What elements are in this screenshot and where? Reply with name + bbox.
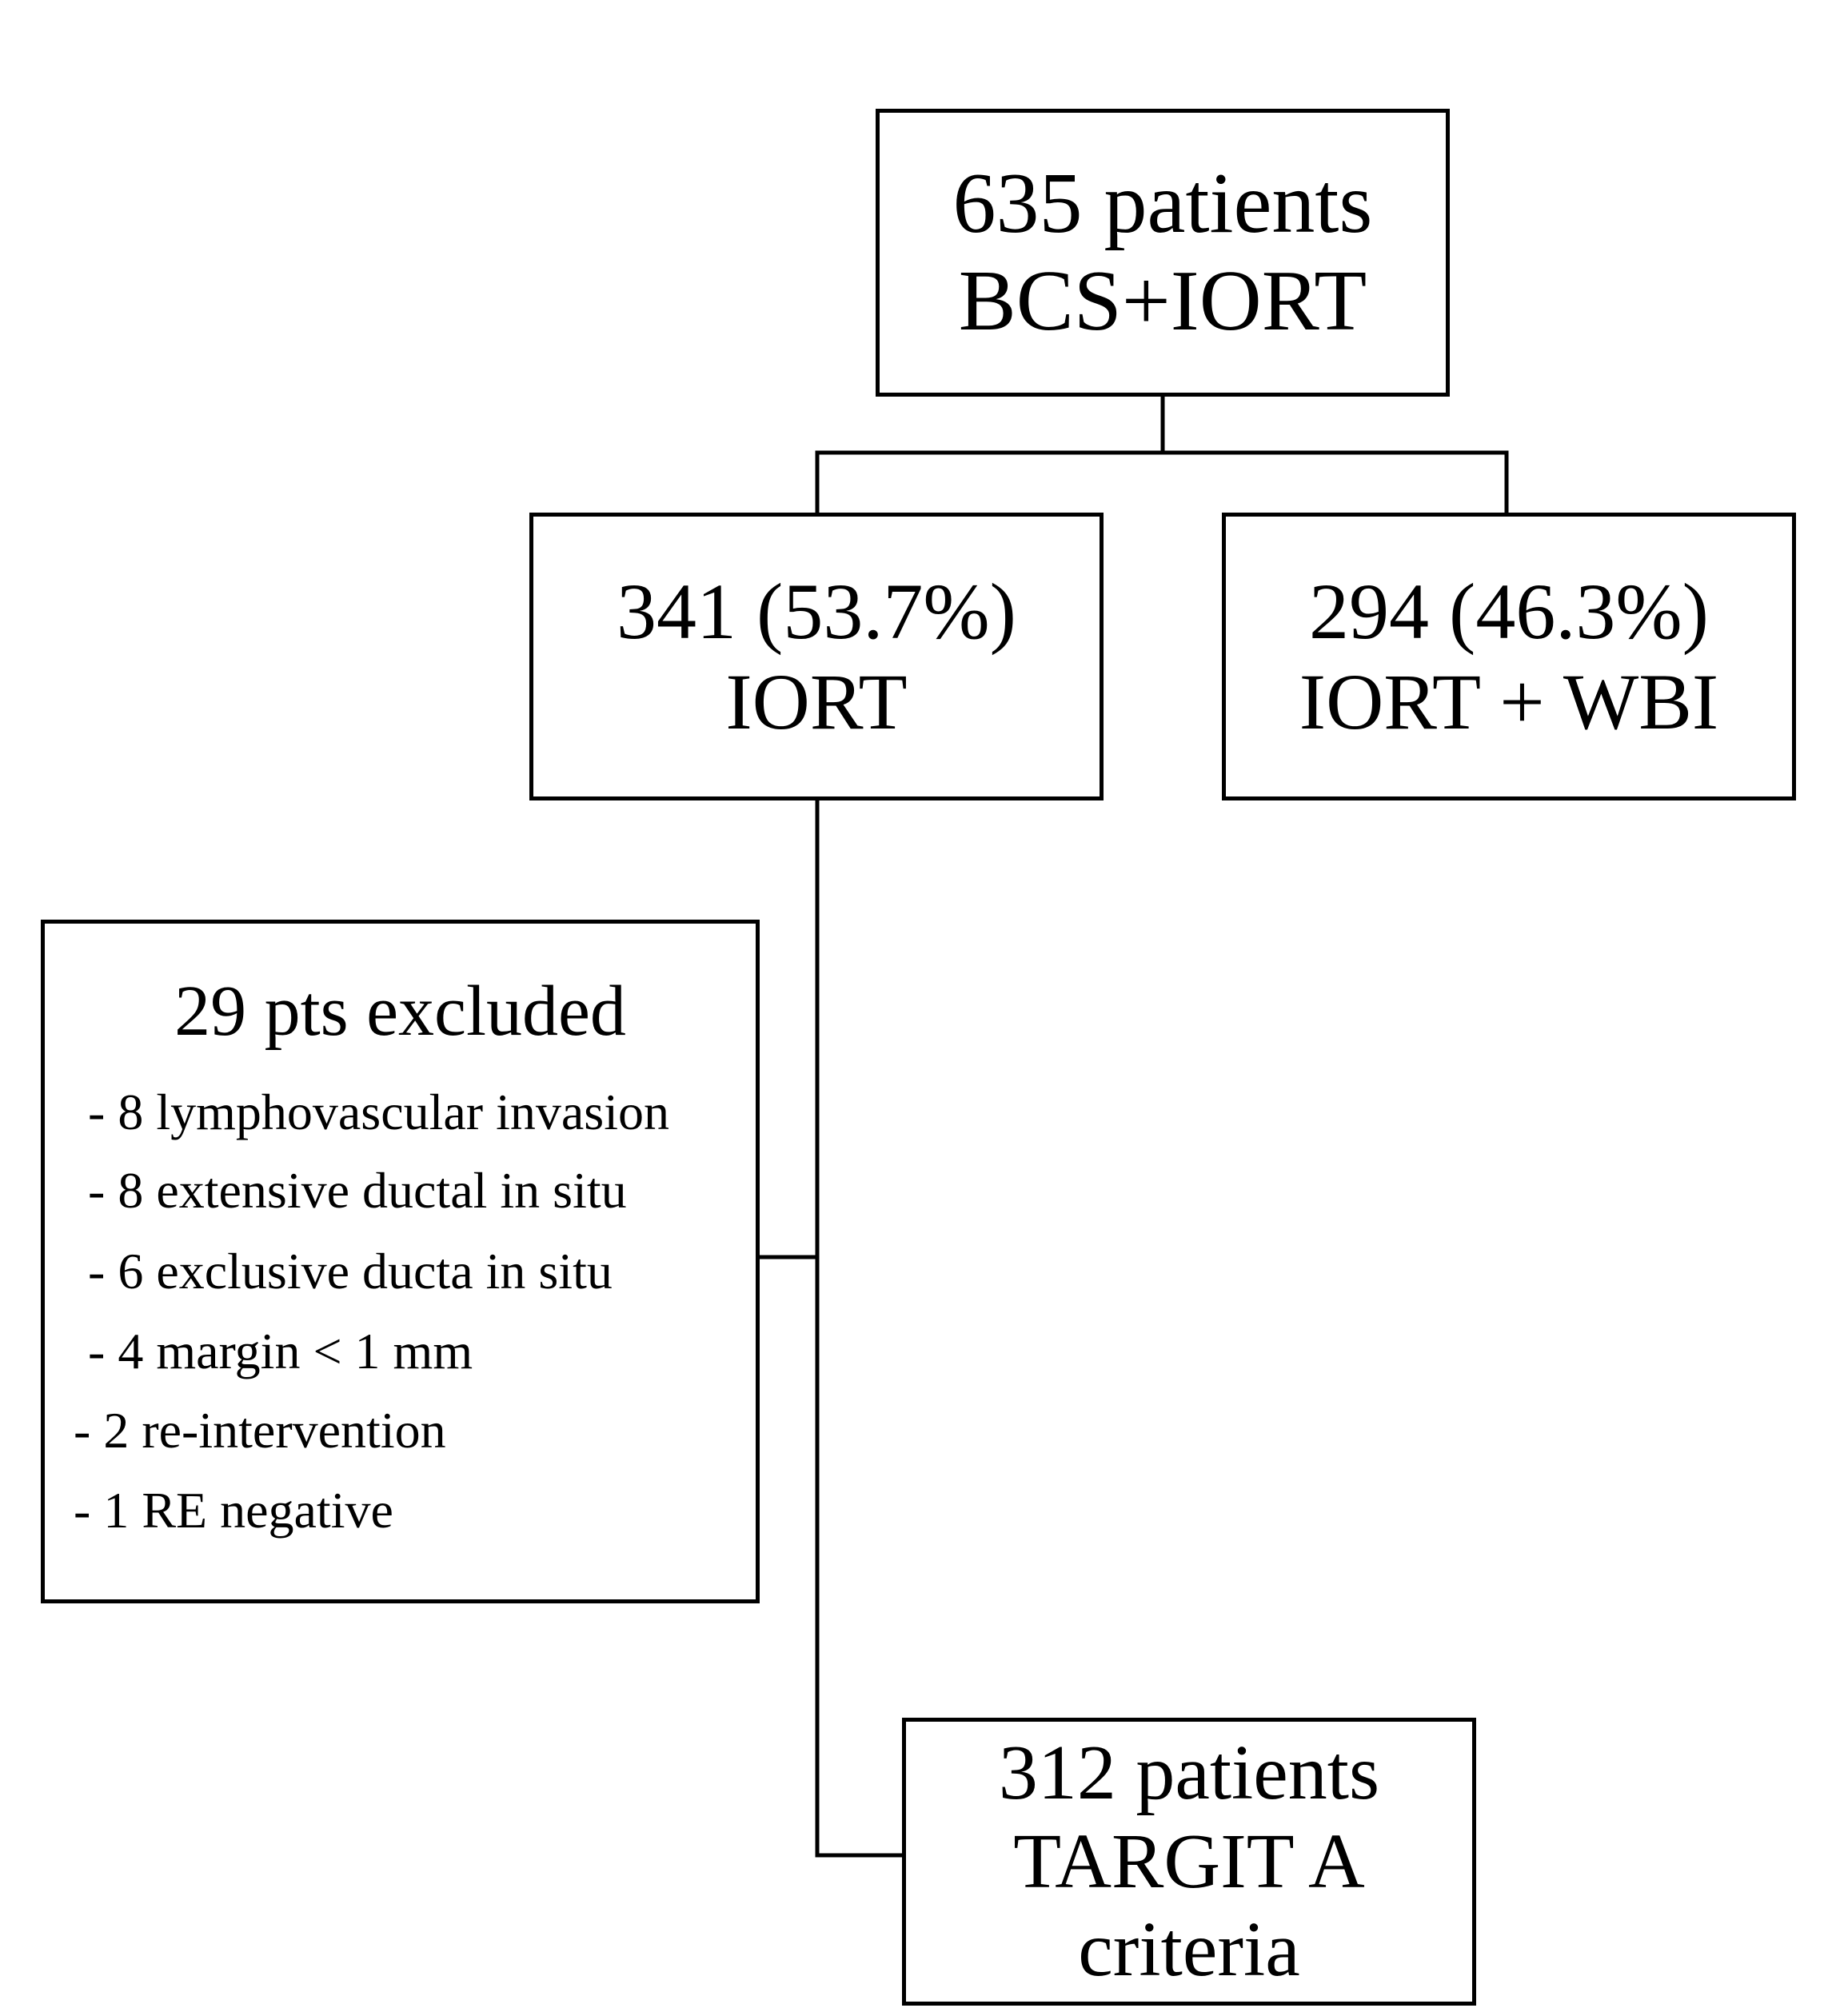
final-trial: TARGIT A	[1013, 1818, 1365, 1905]
excluded-item: - 2 re-intervention	[74, 1402, 446, 1459]
iort-wbi-count: 294 (46.3%)	[1309, 567, 1709, 656]
excluded-item: - 6 exclusive ducta in situ	[88, 1243, 613, 1299]
root-procedure: BCS+IORT	[958, 253, 1367, 349]
final-criteria: criteria	[1078, 1906, 1300, 1994]
iort-wbi-label: IORT + WBI	[1299, 657, 1719, 746]
iort-wbi-box: 294 (46.3%) IORT + WBI	[1222, 513, 1796, 800]
excluded-item: - 1 RE negative	[74, 1482, 393, 1539]
excluded-item: - 8 extensive ductal in situ	[88, 1162, 627, 1219]
iort-label: IORT	[725, 657, 908, 746]
excluded-item: - 4 margin < 1 mm	[88, 1323, 473, 1379]
final-box: 312 patients TARGIT A criteria	[902, 1718, 1476, 2006]
excluded-box: 29 pts excluded - 8 lymphovascular invas…	[41, 920, 760, 1603]
final-count: 312 patients	[998, 1729, 1380, 1816]
iort-count: 341 (53.7%)	[617, 567, 1016, 656]
root-count: 635 patients	[952, 155, 1373, 251]
iort-box: 341 (53.7%) IORT	[529, 513, 1104, 800]
root-box: 635 patients BCS+IORT	[876, 109, 1450, 397]
excluded-item: - 8 lymphovascular invasion	[88, 1084, 669, 1140]
excluded-title: 29 pts excluded	[174, 972, 626, 1051]
